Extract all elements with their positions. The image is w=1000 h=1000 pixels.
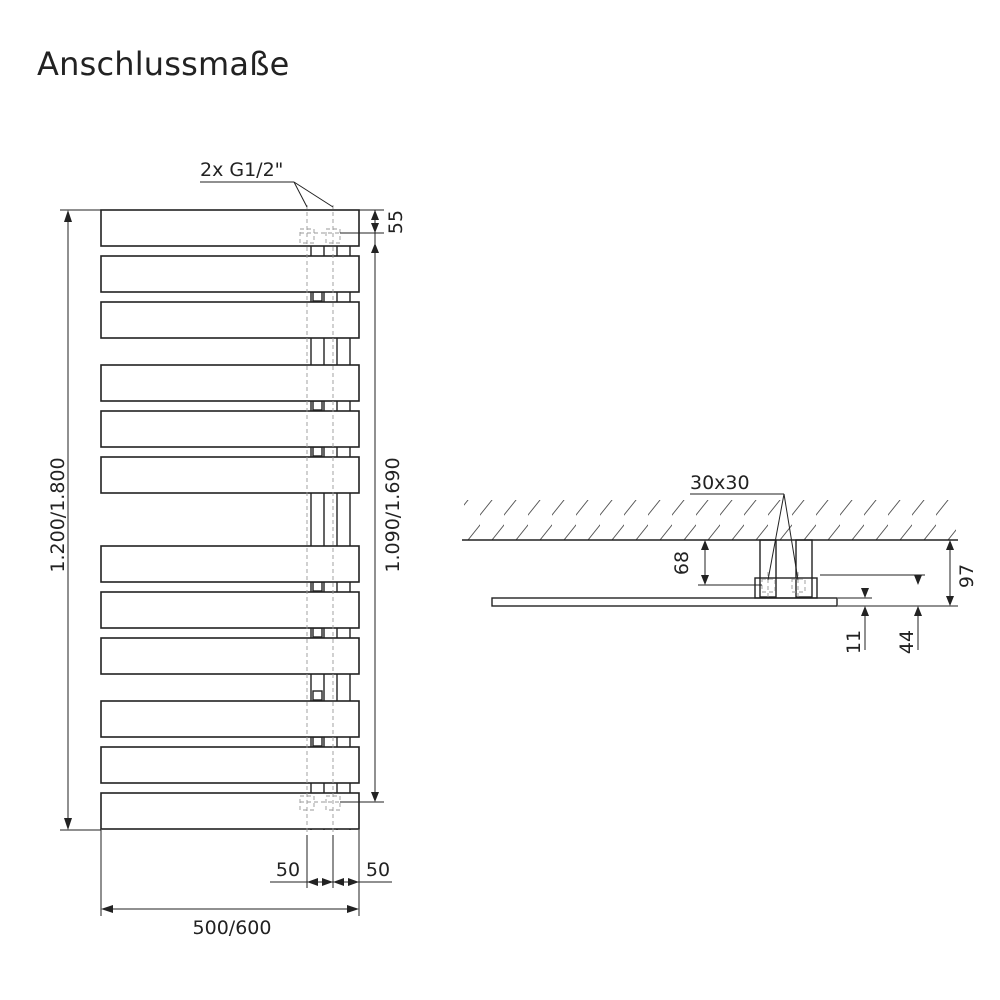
radiator-bar [100, 792, 360, 830]
height-dimension: 1.200/1.800 [47, 209, 101, 831]
radiator-bar [100, 591, 360, 629]
radiator-bar [100, 545, 360, 583]
radiator-bar [100, 410, 360, 448]
connector-squares [312, 291, 323, 747]
side-view: 30x30 68 97 11 [462, 472, 978, 654]
radiator-bars [100, 209, 360, 830]
connection-centerlines [299, 205, 346, 835]
radiator-bar [100, 255, 360, 293]
radiator-side-profile [491, 597, 838, 607]
dimension-97: 97 [838, 540, 978, 607]
dim-44-label: 44 [896, 630, 918, 654]
front-view: 2x G1/2" 1.200/1.800 55 [47, 159, 407, 939]
dim-right-50-label: 50 [366, 859, 390, 881]
radiator-bar [100, 301, 360, 339]
dim-left-50-label: 50 [276, 859, 300, 881]
height-dimension-label: 1.200/1.800 [47, 457, 69, 572]
dimension-68: 68 [671, 540, 762, 586]
page-title: Anschlussmaße [37, 45, 290, 83]
dimension-11: 11 [838, 588, 872, 654]
radiator-bar [100, 456, 360, 494]
dim-11-label: 11 [843, 630, 865, 654]
wall-brackets [754, 539, 818, 600]
top-offset-dimension: 55 [340, 209, 407, 244]
dim-68-label: 68 [671, 551, 693, 575]
top-offset-label: 55 [385, 210, 407, 234]
radiator-bar [100, 209, 360, 247]
connection-distance-dimension: 1.090/1.690 [340, 243, 404, 803]
radiator-bar [100, 637, 360, 675]
radiator-bar [100, 746, 360, 784]
connection-callout: 2x G1/2" [200, 159, 334, 208]
dim-97-label: 97 [956, 564, 978, 588]
radiator-bar [100, 700, 360, 738]
wall [462, 500, 958, 541]
dimension-44: 44 [820, 574, 925, 654]
width-dimension-label: 500/600 [193, 917, 272, 939]
profile-callout: 30x30 [690, 472, 799, 581]
profile-dimension-label: 30x30 [690, 472, 750, 494]
radiator-bar [100, 364, 360, 402]
connection-distance-label: 1.090/1.690 [382, 457, 404, 572]
connection-label: 2x G1/2" [200, 159, 283, 181]
offset-50-dimensions: 50 50 [270, 830, 392, 888]
width-dimension: 500/600 [100, 830, 360, 939]
